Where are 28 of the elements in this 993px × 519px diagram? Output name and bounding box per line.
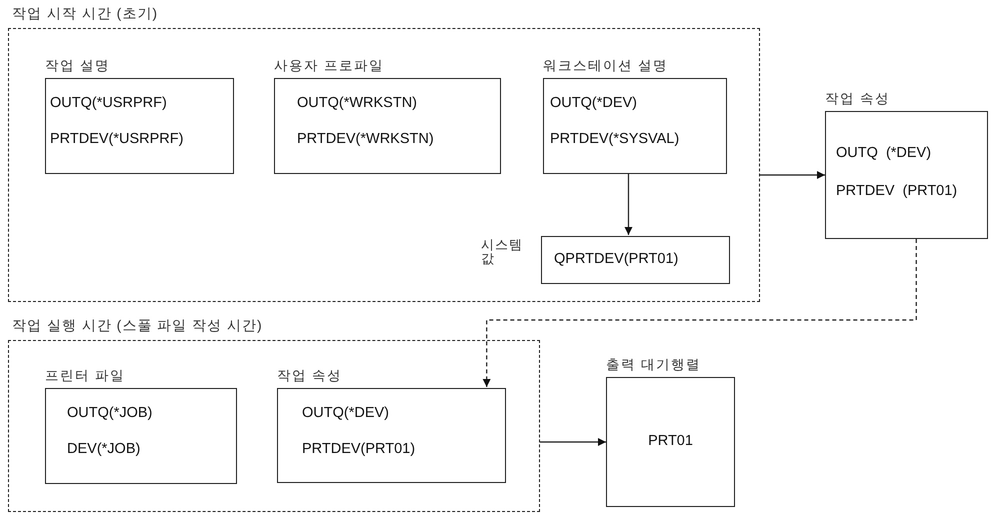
box-title: 워크스테이션 설명 <box>543 57 668 75</box>
parameter-text: DEV(*JOB) <box>67 442 140 458</box>
box-title: 출력 대기행렬 <box>606 356 701 374</box>
parameter-text: PRTDEV(*USRPRF) <box>50 132 184 148</box>
parameter-text: PRTDEV(*SYSVAL) <box>550 132 680 148</box>
parameter-text: OUTQ(*USRPRF) <box>50 96 167 112</box>
box-title: 프린터 파일 <box>45 367 125 385</box>
group-title: 작업 실행 시간 (스풀 파일 작성 시간) <box>12 317 263 335</box>
parameter-text: PRTDEV(*WRKSTN) <box>297 132 434 148</box>
arrow <box>624 173 632 235</box>
parameter-text: OUTQ(*WRKSTN) <box>297 96 418 112</box>
parameter-text: OUTQ (*DEV) <box>836 146 932 162</box>
parameter-text: PRTDEV(PRT01) <box>302 442 416 458</box>
parameter-text: OUTQ(*DEV) <box>550 96 637 112</box>
arrow <box>760 171 825 179</box>
group-title: 작업 시작 시간 (초기) <box>12 5 158 23</box>
box-title: 작업 속성 <box>825 90 890 108</box>
parameter-text: PRT01 <box>648 434 693 450</box>
box-title: 사용자 프로파일 <box>274 57 384 75</box>
box-title: 작업 속성 <box>277 367 342 385</box>
box-title: 시스템 값 <box>481 238 524 266</box>
parameter-text: OUTQ(*JOB) <box>67 406 152 422</box>
arrow <box>482 239 917 387</box>
parameter-text: PRTDEV (PRT01) <box>836 184 958 200</box>
parameter-text: QPRTDEV(PRT01) <box>554 252 678 268</box>
box-title: 작업 설명 <box>45 57 110 75</box>
arrow <box>540 438 606 446</box>
parameter-text: OUTQ(*DEV) <box>302 406 389 422</box>
